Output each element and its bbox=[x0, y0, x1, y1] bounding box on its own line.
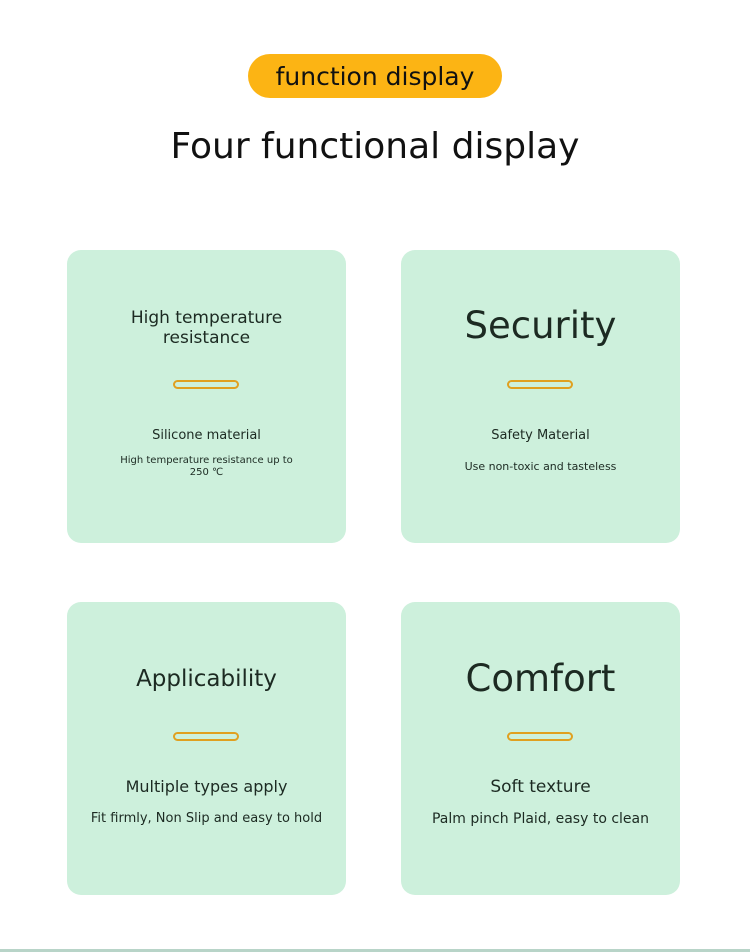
page-title: Four functional display bbox=[170, 126, 580, 167]
feature-card-applicability: Applicability Multiple types apply Fit f… bbox=[67, 602, 346, 895]
card-title: Applicability bbox=[136, 666, 277, 692]
card-title: Security bbox=[464, 304, 617, 347]
divider-bar bbox=[173, 380, 239, 389]
card-subtitle: Safety Material bbox=[491, 428, 590, 443]
feature-card-comfort: Comfort Soft texture Palm pinch Plaid, e… bbox=[401, 602, 680, 895]
card-subtitle: Soft texture bbox=[490, 777, 591, 797]
card-title: Comfort bbox=[465, 657, 616, 700]
function-display-badge: function display bbox=[248, 54, 502, 98]
divider-bar bbox=[507, 732, 573, 741]
card-description: High temperature resistance up to 250 ℃ bbox=[120, 455, 293, 478]
card-subtitle: Silicone material bbox=[152, 428, 261, 443]
divider-bar bbox=[507, 380, 573, 389]
feature-card-security: Security Safety Material Use non-toxic a… bbox=[401, 250, 680, 543]
bottom-divider bbox=[0, 949, 750, 952]
card-title: High temperature resistance bbox=[130, 308, 283, 348]
card-description: Use non-toxic and tasteless bbox=[464, 460, 617, 473]
divider-bar bbox=[173, 732, 239, 741]
card-description: Palm pinch Plaid, easy to clean bbox=[431, 811, 649, 827]
feature-card-heat: High temperature resistance Silicone mat… bbox=[67, 250, 346, 543]
card-subtitle: Multiple types apply bbox=[125, 777, 288, 796]
card-description: Fit firmly, Non Slip and easy to hold bbox=[90, 811, 323, 826]
